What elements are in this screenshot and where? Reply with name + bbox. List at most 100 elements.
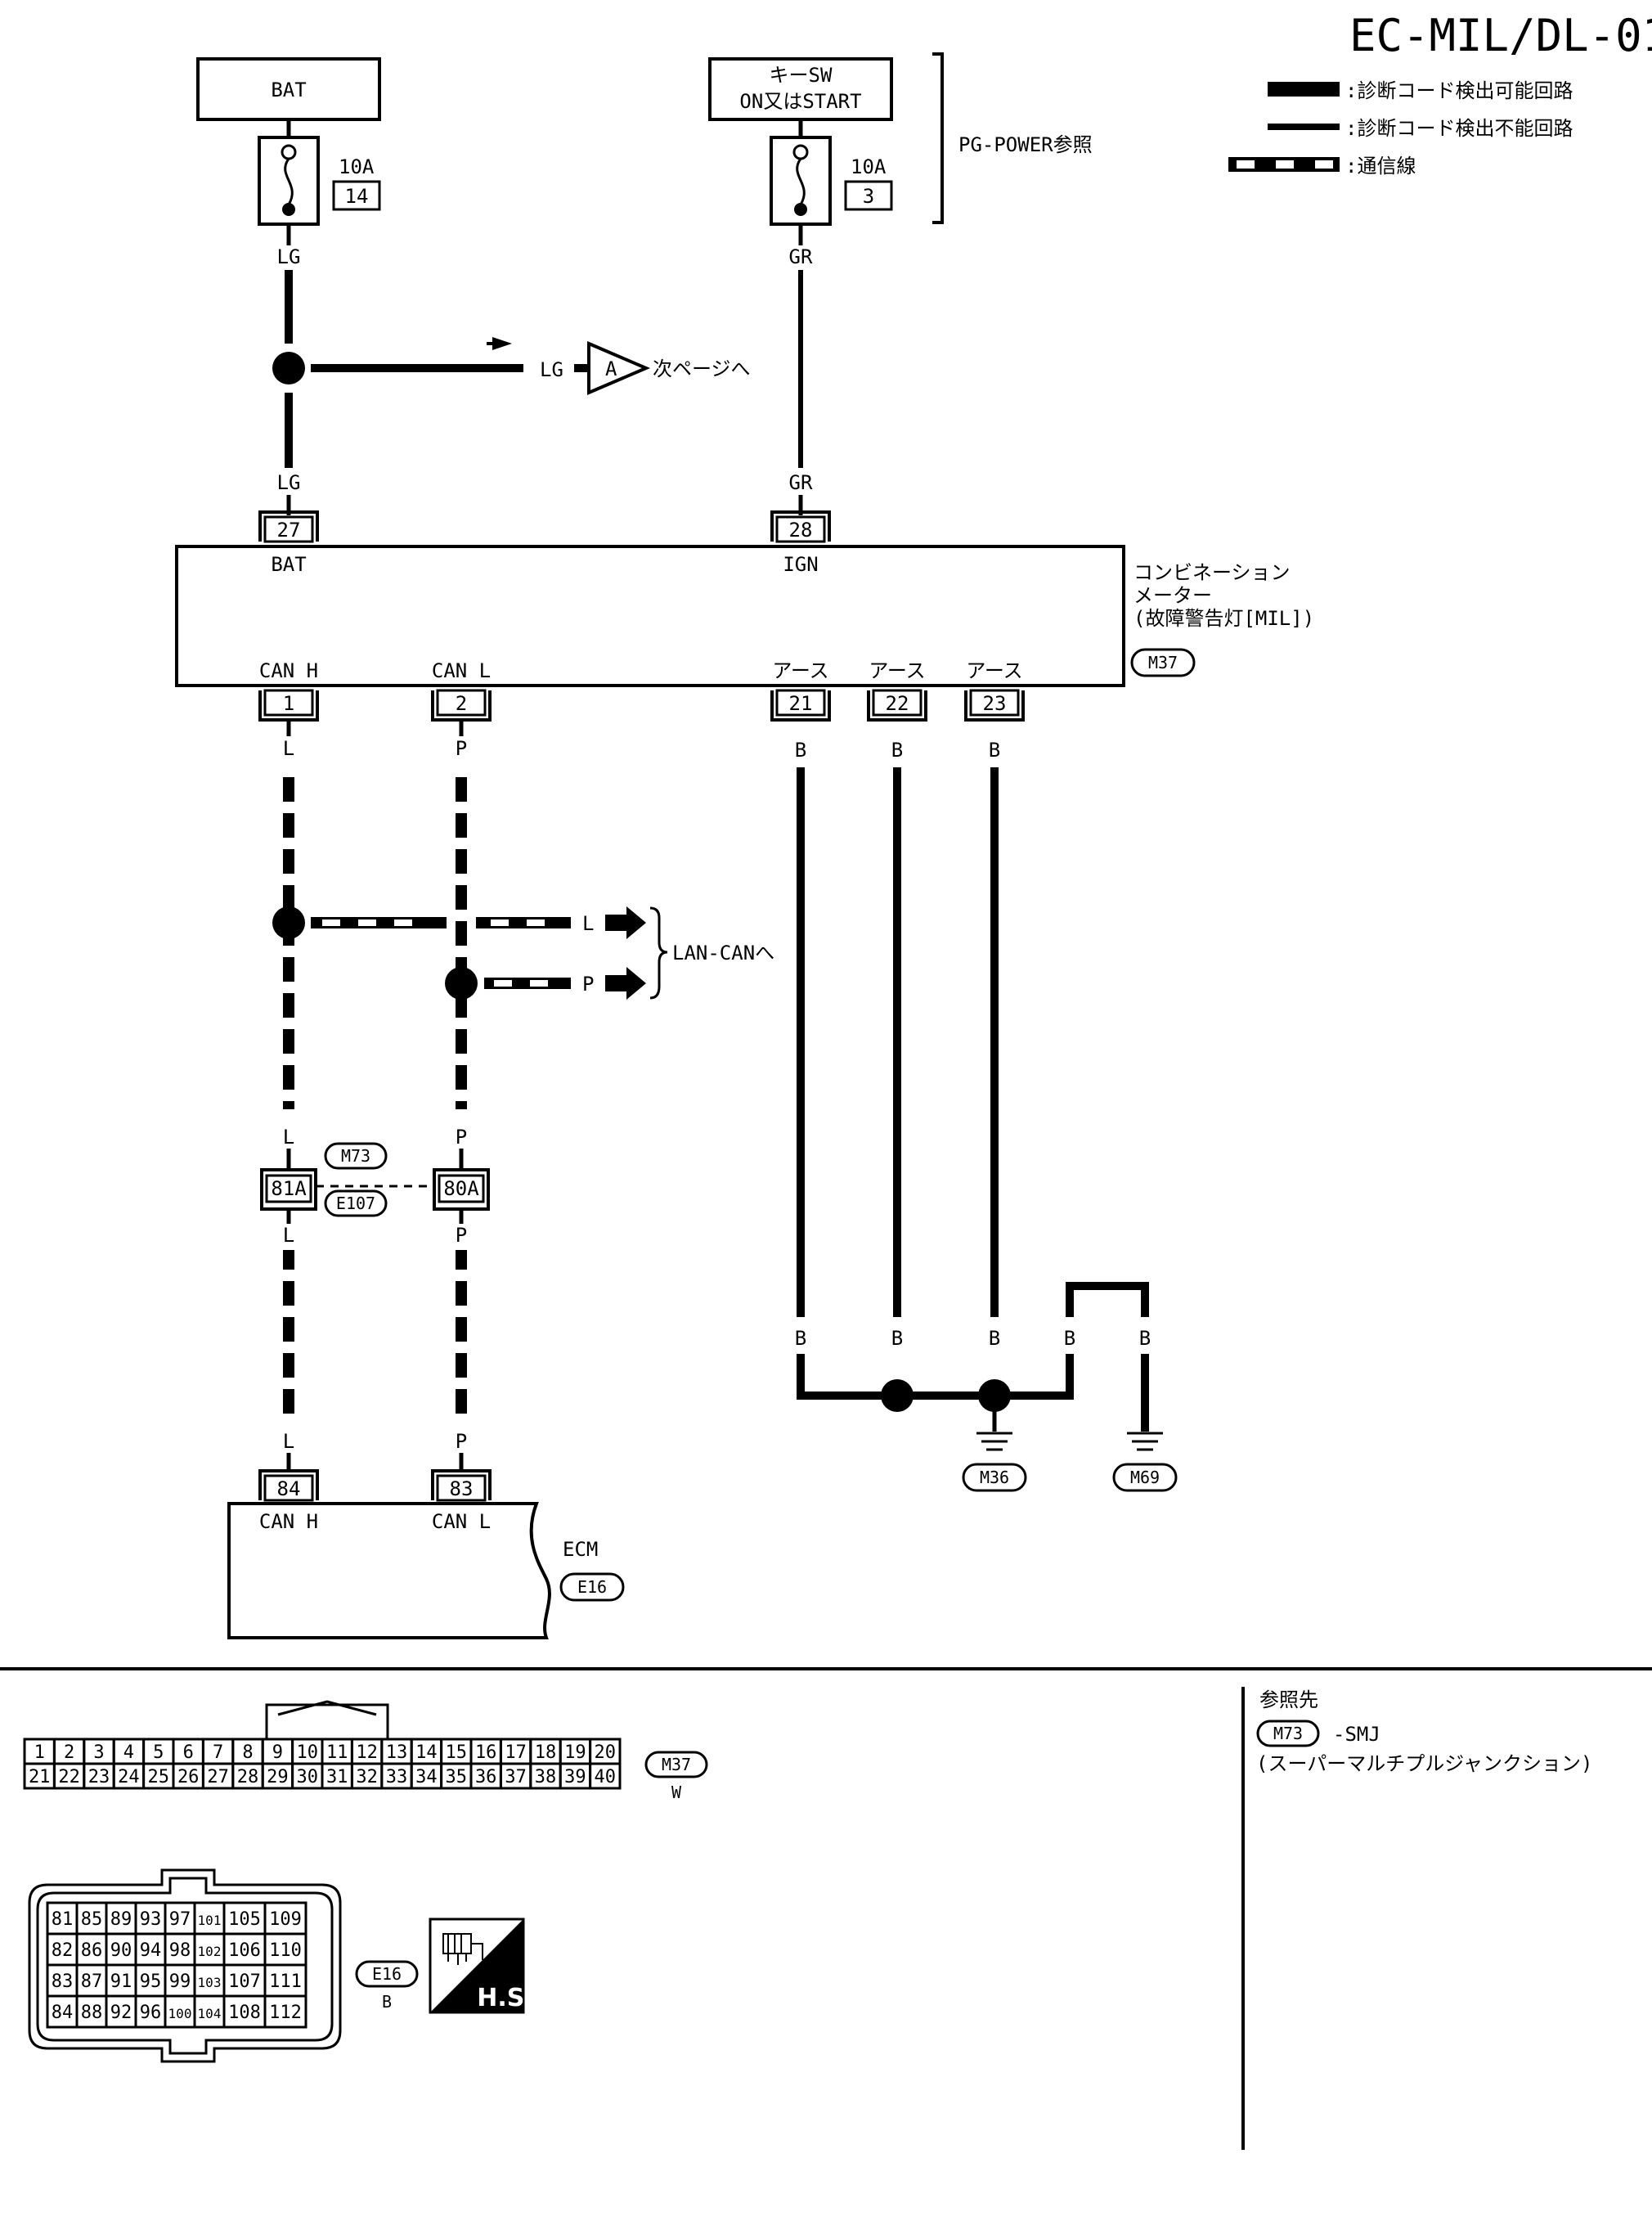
- svg-text:M37: M37: [662, 1755, 691, 1774]
- e16-cavity-number: 90: [110, 1940, 132, 1961]
- svg-text:B: B: [989, 1327, 1000, 1350]
- m37-cavity-number: 38: [535, 1767, 557, 1787]
- junction-81a: 81A: [260, 1168, 317, 1211]
- svg-text:3: 3: [863, 185, 874, 208]
- pg-ref-bracket: [932, 52, 944, 224]
- meter-pin-28: 28: [770, 510, 831, 543]
- svg-text:L: L: [283, 737, 294, 760]
- legend-thin-line: [1268, 124, 1340, 130]
- m37-cavity-number: 27: [207, 1767, 229, 1787]
- svg-text:B: B: [989, 739, 1000, 762]
- connector-icon: [442, 1933, 483, 1965]
- m37-cavity-number: 3: [93, 1742, 104, 1763]
- e16-cavity-number: 102: [198, 1944, 222, 1959]
- legend-not-detectable: :診断コード検出不能回路: [1345, 117, 1573, 140]
- meter-pin-21: 21: [770, 689, 831, 722]
- m37-cavity-number: 4: [123, 1742, 134, 1763]
- svg-text:M73: M73: [341, 1146, 370, 1166]
- svg-text:L: L: [283, 1430, 294, 1453]
- svg-text:E16: E16: [372, 1964, 402, 1984]
- svg-text:22: 22: [886, 692, 909, 715]
- meter-pin-27: 27: [258, 510, 319, 543]
- can-h-splice: L: [272, 906, 646, 939]
- e16-cavity: [263, 1994, 308, 2029]
- e16-cavity-number: 103: [198, 1975, 222, 1990]
- svg-text:LG: LG: [277, 471, 301, 494]
- e16-cavity-number: 98: [169, 1940, 191, 1961]
- svg-text:(故障警告灯[MIL]): (故障警告灯[MIL]): [1134, 607, 1314, 630]
- junction-e107-badge: E107: [324, 1189, 388, 1217]
- svg-text:GR: GR: [789, 245, 813, 268]
- e16-cavity-number: 95: [140, 1971, 162, 1992]
- svg-text:CAN H: CAN H: [259, 659, 318, 682]
- m37-cavity-number: 17: [505, 1742, 527, 1763]
- svg-text:コンビネーション: コンビネーション: [1134, 561, 1291, 584]
- m37-cavity-number: 32: [356, 1767, 378, 1787]
- m37-cavity-number: 12: [356, 1742, 378, 1763]
- m37-cavity-number: 25: [148, 1767, 170, 1787]
- keysw-source: キーSW ON又はSTART: [708, 57, 893, 121]
- m37-cavity-number: 37: [505, 1767, 527, 1787]
- svg-text:10A: 10A: [339, 155, 375, 178]
- svg-text:(スーパーマルチプルジャンクション): (スーパーマルチプルジャンクション): [1256, 1752, 1592, 1775]
- svg-text:キーSW: キーSW: [770, 64, 833, 87]
- m37-cavity-number: 35: [446, 1767, 468, 1787]
- ground-m69: M69: [1112, 1432, 1178, 1492]
- svg-text:LG: LG: [277, 245, 301, 268]
- fuse-3: 10A 3: [770, 119, 893, 226]
- can-l-splice: P: [445, 967, 646, 1000]
- m37-cavity-number: 30: [297, 1767, 319, 1787]
- m37-cavity-number: 5: [153, 1742, 164, 1763]
- svg-text:B: B: [795, 739, 806, 762]
- svg-text:M36: M36: [980, 1468, 1009, 1487]
- svg-text:LG: LG: [540, 358, 563, 381]
- svg-text:P: P: [582, 973, 594, 996]
- svg-text:L: L: [283, 1224, 294, 1247]
- wire-can-h: L L L L: [283, 720, 294, 1472]
- svg-text:CAN L: CAN L: [432, 1510, 491, 1533]
- e16-cavity-number: 97: [169, 1909, 191, 1930]
- m37-cavity: [589, 1762, 622, 1790]
- m37-cavity-number: 15: [446, 1742, 468, 1763]
- svg-text:B: B: [891, 739, 903, 762]
- e16-cavity-number: 111: [269, 1971, 302, 1992]
- e16-cavity-number: 109: [269, 1909, 302, 1930]
- svg-text:B: B: [382, 1992, 392, 2012]
- m37-cavity-number: 11: [326, 1742, 348, 1763]
- m37-cavity-number: 33: [386, 1767, 408, 1787]
- svg-text:L: L: [283, 1126, 294, 1149]
- e16-cavity-number: 87: [81, 1971, 103, 1992]
- svg-text:P: P: [456, 737, 467, 760]
- svg-text:-SMJ: -SMJ: [1333, 1723, 1380, 1746]
- svg-text:B: B: [795, 1327, 806, 1350]
- svg-text:ON又はSTART: ON又はSTART: [739, 90, 861, 113]
- legend-thick-line: [1268, 82, 1340, 97]
- e16-cavity-number: 105: [228, 1909, 261, 1930]
- m37-cavity-number: 23: [88, 1767, 110, 1787]
- wire-gr: GR GR: [789, 224, 813, 515]
- next-page-connector: A 次ページへ: [587, 340, 751, 396]
- e16-cavity-number: 106: [228, 1940, 261, 1961]
- svg-text:B: B: [891, 1327, 903, 1350]
- svg-text:81A: 81A: [271, 1177, 307, 1200]
- svg-text:CAN L: CAN L: [432, 659, 491, 682]
- m37-cavity-number: 21: [29, 1767, 51, 1787]
- junction-m73-badge: M73: [324, 1142, 388, 1170]
- m37-cavity-number: 19: [564, 1742, 586, 1763]
- svg-text:A: A: [605, 357, 617, 380]
- e16-cavity-number: 85: [81, 1909, 103, 1930]
- legend-comm-line: [1228, 157, 1340, 172]
- legend: :診断コード検出可能回路 :診断コード検出不能回路 :通信線: [1228, 79, 1573, 178]
- m37-cavity-number: 39: [564, 1767, 586, 1787]
- m37-cavity-number: 7: [213, 1742, 223, 1763]
- e16-cavity-number: 91: [110, 1971, 132, 1992]
- m37-cavity-number: 29: [267, 1767, 289, 1787]
- svg-text:アース: アース: [869, 659, 925, 682]
- legend-comm: :通信線: [1345, 155, 1416, 178]
- m37-cavity-number: 2: [64, 1742, 74, 1763]
- svg-text:BAT: BAT: [271, 553, 306, 576]
- ground-m36: M36: [962, 1432, 1027, 1492]
- page-title: EC-MIL/DL-01: [1349, 10, 1652, 61]
